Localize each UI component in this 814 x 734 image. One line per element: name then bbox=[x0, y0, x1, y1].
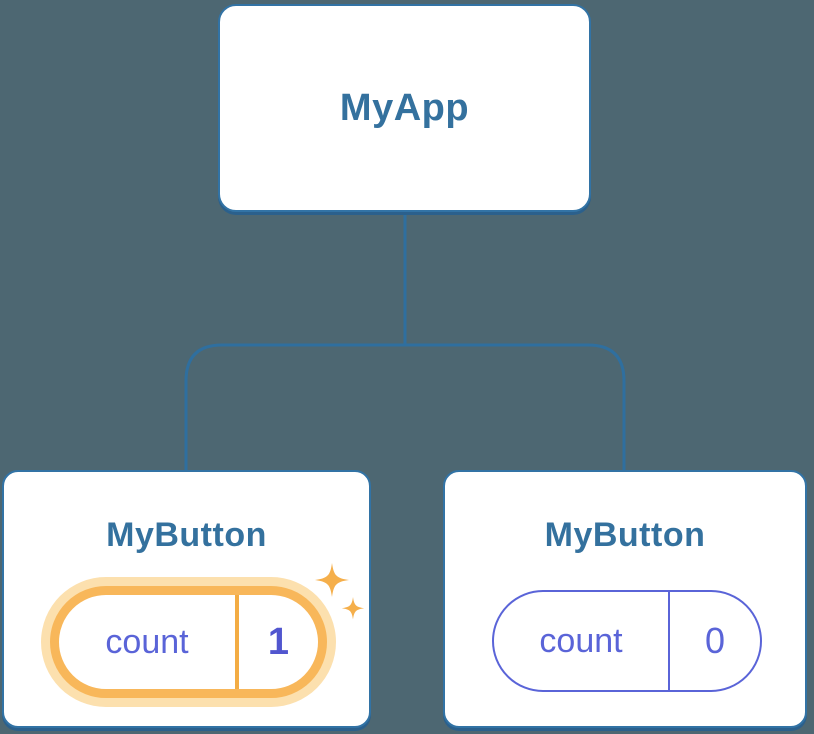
state-key-label: count bbox=[105, 622, 189, 661]
state-value: 1 bbox=[267, 620, 290, 663]
sparkle-small bbox=[341, 597, 365, 620]
node-mybutton-left: MyButton count 1 bbox=[2, 470, 371, 728]
state-pill-count-highlighted: count 1 bbox=[50, 586, 327, 698]
node-mybutton-left-label: MyButton bbox=[106, 516, 267, 554]
state-pill-divider bbox=[668, 592, 670, 690]
state-key-label: count bbox=[539, 621, 623, 660]
node-myapp: MyApp bbox=[218, 4, 591, 212]
state-pill-count-plain: count 0 bbox=[492, 590, 762, 692]
node-mybutton-right: MyButton count 0 bbox=[443, 470, 807, 728]
state-value: 0 bbox=[704, 620, 726, 661]
sparkle-large bbox=[315, 563, 349, 597]
node-myapp-label: MyApp bbox=[339, 86, 470, 129]
node-mybutton-right-label: MyButton bbox=[544, 516, 706, 554]
state-pill-divider bbox=[235, 595, 239, 689]
sparkles-icon bbox=[315, 563, 365, 620]
connector-branch-bracket bbox=[184, 343, 626, 470]
